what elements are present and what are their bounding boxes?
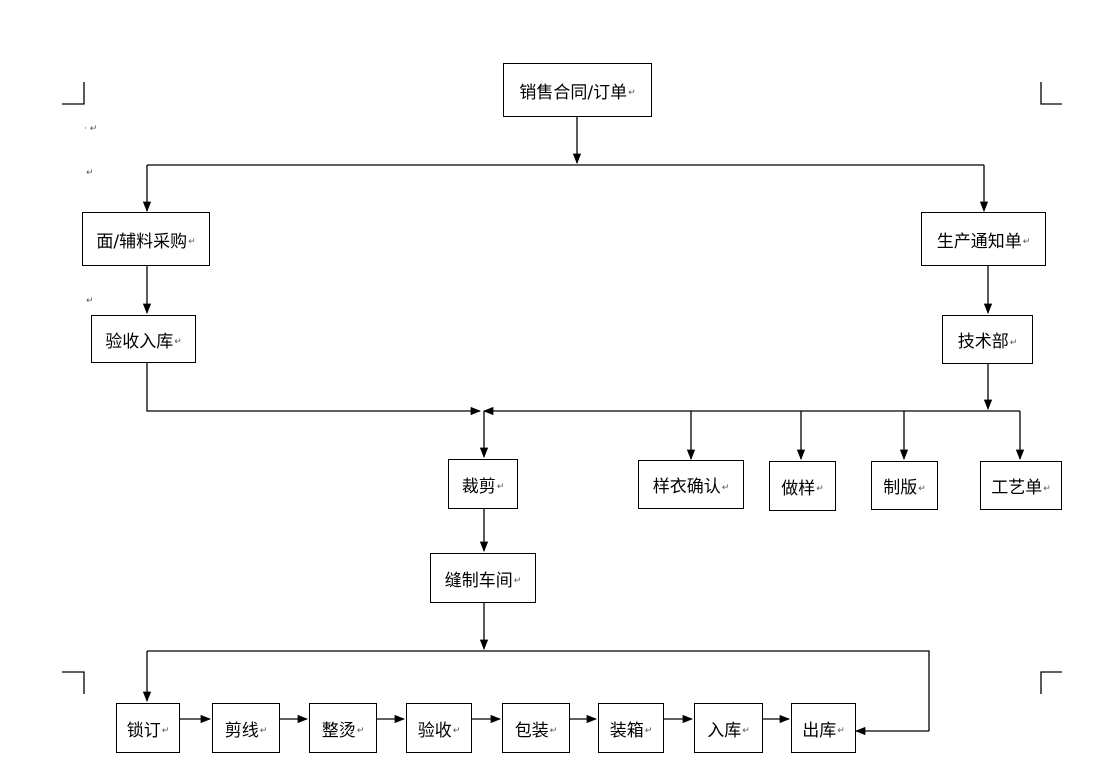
stray-mark-2: ↵ [86, 168, 94, 178]
corner-mark-top-right [1040, 82, 1062, 105]
node-label: 裁剪 [461, 476, 496, 497]
node-label: 生产通知单 [936, 231, 1022, 252]
corner-mark-bottom-right [1040, 671, 1062, 694]
node-sewing-workshop: 缝制车间↵ [430, 553, 536, 603]
node-label: 装箱 [609, 720, 644, 741]
node-label: 做样 [781, 478, 816, 499]
stray-mark-1: · ↵ [84, 124, 98, 134]
node-shipping: 出库↵ [791, 703, 856, 753]
node-make-sample: 做样↵ [769, 461, 836, 511]
node-sample-confirm: 样衣确认↵ [638, 460, 744, 509]
node-sales-contract: 销售合同/订单↵ [503, 63, 652, 117]
node-label: 包装 [514, 720, 549, 741]
node-label: 技术部 [957, 332, 1009, 352]
node-ironing: 整烫↵ [309, 703, 377, 753]
node-boxing: 装箱↵ [598, 703, 664, 753]
corner-mark-top-left [62, 82, 85, 105]
node-pattern-making: 制版↵ [871, 461, 938, 510]
node-label: 验收入库 [105, 331, 174, 352]
node-label: 样衣确认 [652, 477, 721, 497]
bottom-distribution-bar [147, 650, 930, 731]
node-label: 整烫 [321, 720, 356, 741]
node-tech-dept: 技术部↵ [942, 315, 1033, 364]
node-packing: 包装↵ [502, 703, 570, 753]
node-label: 入库 [707, 720, 742, 741]
node-cutting: 裁剪↵ [448, 459, 518, 509]
node-thread-trim: 剪线↵ [212, 703, 280, 753]
node-label: 制版 [883, 478, 918, 498]
node-label: 销售合同/订单 [519, 82, 628, 103]
node-label: 工艺单 [991, 478, 1043, 498]
stray-mark-3: ↵ [86, 296, 94, 306]
node-label: 面/辅料采购 [96, 231, 188, 252]
node-fabric-purchase: 面/辅料采购↵ [82, 212, 210, 266]
line-inspect-down [146, 362, 482, 416]
node-label: 验收 [417, 720, 452, 741]
node-production-notice: 生产通知单↵ [921, 212, 1046, 266]
corner-mark-bottom-left [62, 671, 85, 694]
node-label: 出库 [802, 720, 837, 741]
node-warehousing: 入库↵ [694, 703, 763, 753]
node-inspection: 验收↵ [406, 703, 472, 753]
node-label: 剪线 [224, 720, 259, 741]
node-label: 缝制车间 [444, 570, 513, 591]
node-process-sheet: 工艺单↵ [980, 461, 1062, 510]
node-inspect-store: 验收入库↵ [91, 315, 196, 363]
node-label: 锁订 [126, 720, 161, 741]
node-buttoning: 锁订↵ [116, 703, 180, 753]
